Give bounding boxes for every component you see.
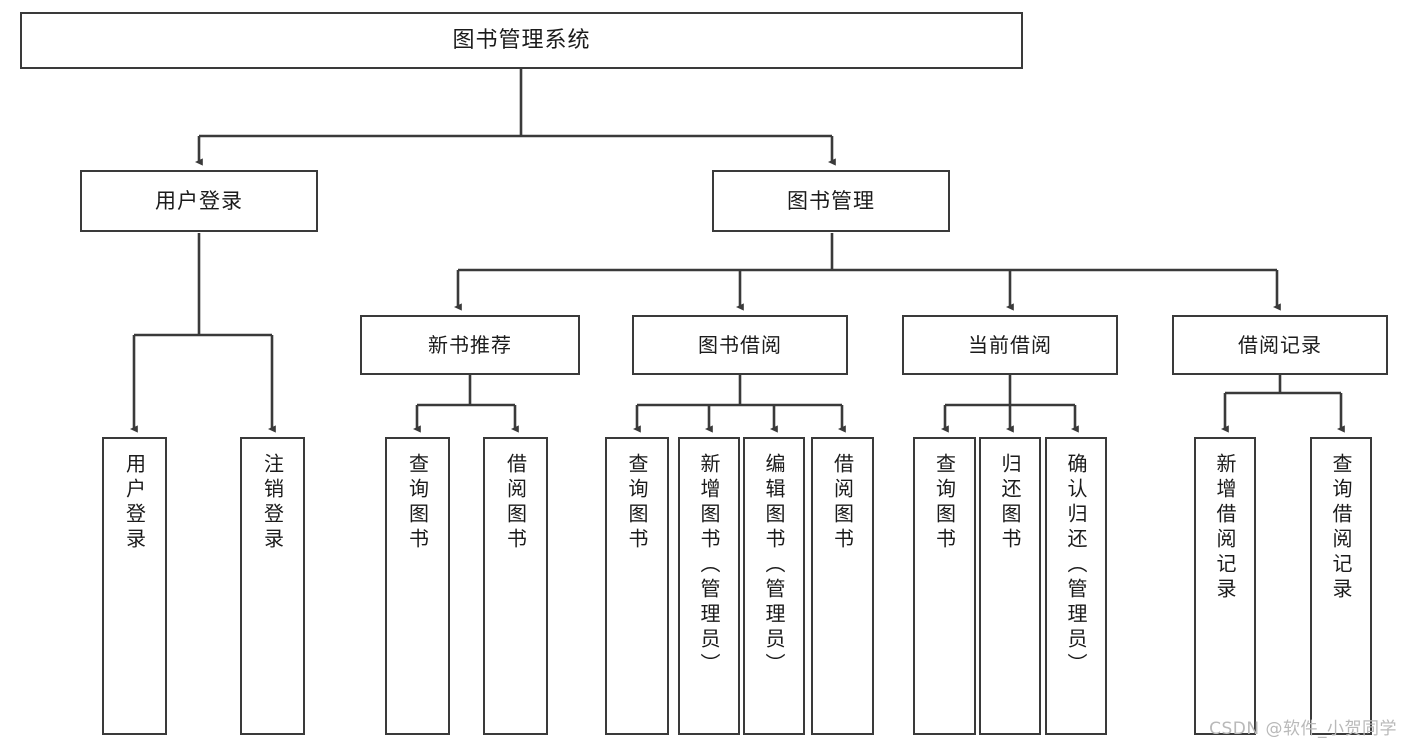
node-new-book-rec[interactable]: 新书推荐 xyxy=(360,315,580,375)
node-label: 图书借阅 xyxy=(698,332,782,357)
node-label: 新书推荐 xyxy=(428,332,512,357)
node-book-borrow[interactable]: 图书借阅 xyxy=(632,315,848,375)
node-label: 归还图书 xyxy=(998,453,1022,553)
node-root-system[interactable]: 图书管理系统 xyxy=(20,12,1023,69)
node-label: 借阅图书 xyxy=(830,453,855,553)
leaf-query-book-borrow[interactable]: 查询图书 xyxy=(605,437,669,735)
leaf-query-book-current[interactable]: 查询图书 xyxy=(913,437,976,735)
node-label: 查询图书 xyxy=(625,453,649,553)
node-label: 用户登录 xyxy=(122,453,147,553)
leaf-add-borrow-record[interactable]: 新增借阅记录 xyxy=(1194,437,1256,735)
node-label: 注销登录 xyxy=(260,453,285,553)
leaf-query-borrow-record[interactable]: 查询借阅记录 xyxy=(1310,437,1372,735)
leaf-query-book-rec[interactable]: 查询图书 xyxy=(385,437,450,735)
leaf-edit-book[interactable]: 编辑图书（管理员） xyxy=(743,437,805,735)
node-label: 借阅图书 xyxy=(503,453,528,553)
node-label: 新增借阅记录 xyxy=(1213,453,1237,603)
leaf-borrow-book-borrow[interactable]: 借阅图书 xyxy=(811,437,874,735)
node-book-manage[interactable]: 图书管理 xyxy=(712,170,950,232)
leaf-return-book[interactable]: 归还图书 xyxy=(979,437,1041,735)
leaf-borrow-book-rec[interactable]: 借阅图书 xyxy=(483,437,548,735)
node-label: 用户登录 xyxy=(155,188,243,213)
node-label: 查询图书 xyxy=(932,453,957,553)
node-current-borrow[interactable]: 当前借阅 xyxy=(902,315,1118,375)
leaf-user-login[interactable]: 用户登录 xyxy=(102,437,167,735)
node-user-login[interactable]: 用户登录 xyxy=(80,170,318,232)
node-label: 编辑图书（管理员） xyxy=(762,453,786,678)
node-label: 确认归还（管理员） xyxy=(1064,453,1088,678)
node-label: 图书管理 xyxy=(787,188,875,213)
node-label: 新增图书（管理员） xyxy=(697,453,721,678)
node-label: 借阅记录 xyxy=(1238,332,1322,357)
leaf-add-book[interactable]: 新增图书（管理员） xyxy=(678,437,740,735)
node-label: 图书管理系统 xyxy=(452,27,591,53)
node-label: 查询借阅记录 xyxy=(1329,453,1353,603)
leaf-confirm-return[interactable]: 确认归还（管理员） xyxy=(1045,437,1107,735)
csdn-watermark: CSDN @软件_小贺同学 xyxy=(1209,719,1397,739)
node-borrow-record[interactable]: 借阅记录 xyxy=(1172,315,1388,375)
leaf-logout[interactable]: 注销登录 xyxy=(240,437,305,735)
node-label: 查询图书 xyxy=(405,453,430,553)
node-label: 当前借阅 xyxy=(968,332,1052,357)
